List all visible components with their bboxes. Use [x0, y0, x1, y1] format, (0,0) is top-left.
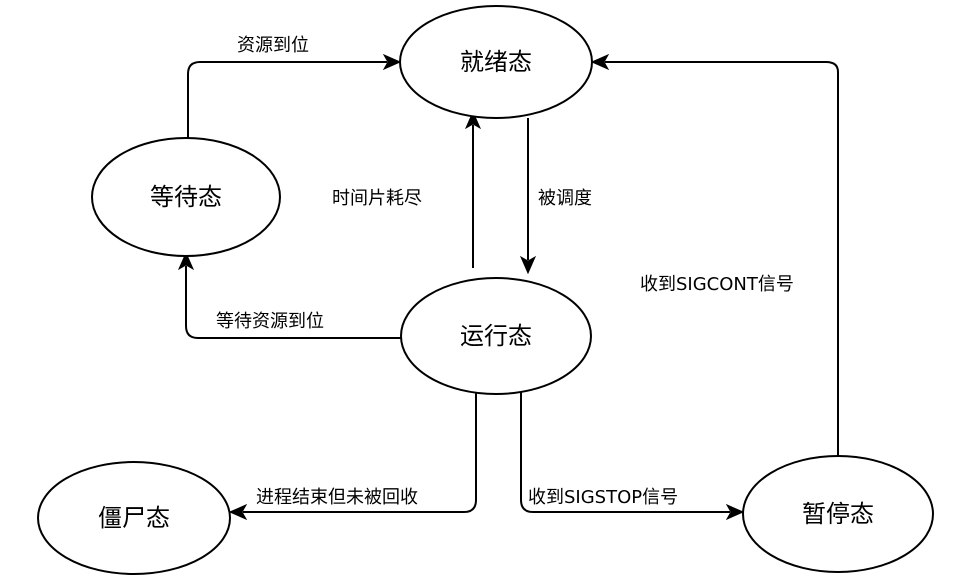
label-ready-to-running: 被调度 — [538, 188, 592, 209]
label-running-to-stopped: 收到SIGSTOP信号 — [528, 487, 678, 508]
label-waiting-to-ready: 资源到位 — [237, 35, 309, 56]
edge-stopped-to-ready — [590, 53, 839, 455]
edge-ready-to-running — [519, 118, 537, 275]
node-ready: 就绪态 — [399, 5, 593, 119]
label-stopped-to-ready: 收到SIGCONT信号 — [640, 274, 794, 295]
node-zombie-label: 僵尸态 — [98, 504, 170, 532]
edge-running-to-zombie — [228, 392, 477, 521]
node-waiting-label: 等待态 — [150, 183, 222, 211]
node-ready-label: 就绪态 — [460, 48, 532, 76]
label-running-to-zombie: 进程结束但未被回收 — [256, 487, 418, 508]
node-zombie: 僵尸态 — [37, 461, 231, 575]
label-running-to-ready: 时间片耗尽 — [332, 188, 422, 209]
label-running-to-waiting: 等待资源到位 — [216, 311, 324, 332]
node-stopped: 暂停态 — [742, 455, 934, 573]
node-waiting: 等待态 — [91, 137, 281, 257]
edge-running-to-ready — [464, 110, 482, 268]
edge-running-to-waiting — [177, 251, 402, 339]
edge-running-to-stopped — [520, 392, 745, 521]
edge-waiting-to-ready — [187, 53, 402, 138]
node-stopped-label: 暂停态 — [802, 500, 874, 528]
node-running-label: 运行态 — [460, 322, 532, 350]
node-running: 运行态 — [400, 277, 592, 395]
